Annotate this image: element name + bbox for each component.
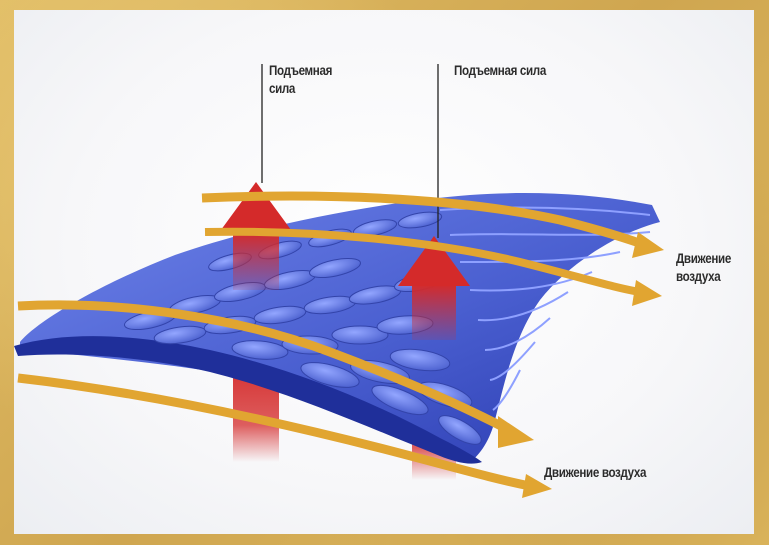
air-flow-middle-arrowhead bbox=[498, 416, 534, 448]
lift-arrow-right-shaft bbox=[412, 284, 456, 340]
lift-arrow-left-shaft bbox=[233, 232, 279, 290]
lift-force-label-right: Подъемная сила bbox=[454, 62, 546, 80]
air-flow-second-arrowhead bbox=[632, 280, 662, 306]
lift-arrow-left-head bbox=[218, 182, 294, 234]
air-motion-label-bottom: Движение воздуха bbox=[544, 464, 646, 482]
air-motion-label-right: Движение воздуха bbox=[676, 250, 731, 286]
air-flow-top-arrowhead bbox=[632, 232, 664, 258]
lift-force-label-left: Подъемная сила bbox=[269, 62, 332, 98]
